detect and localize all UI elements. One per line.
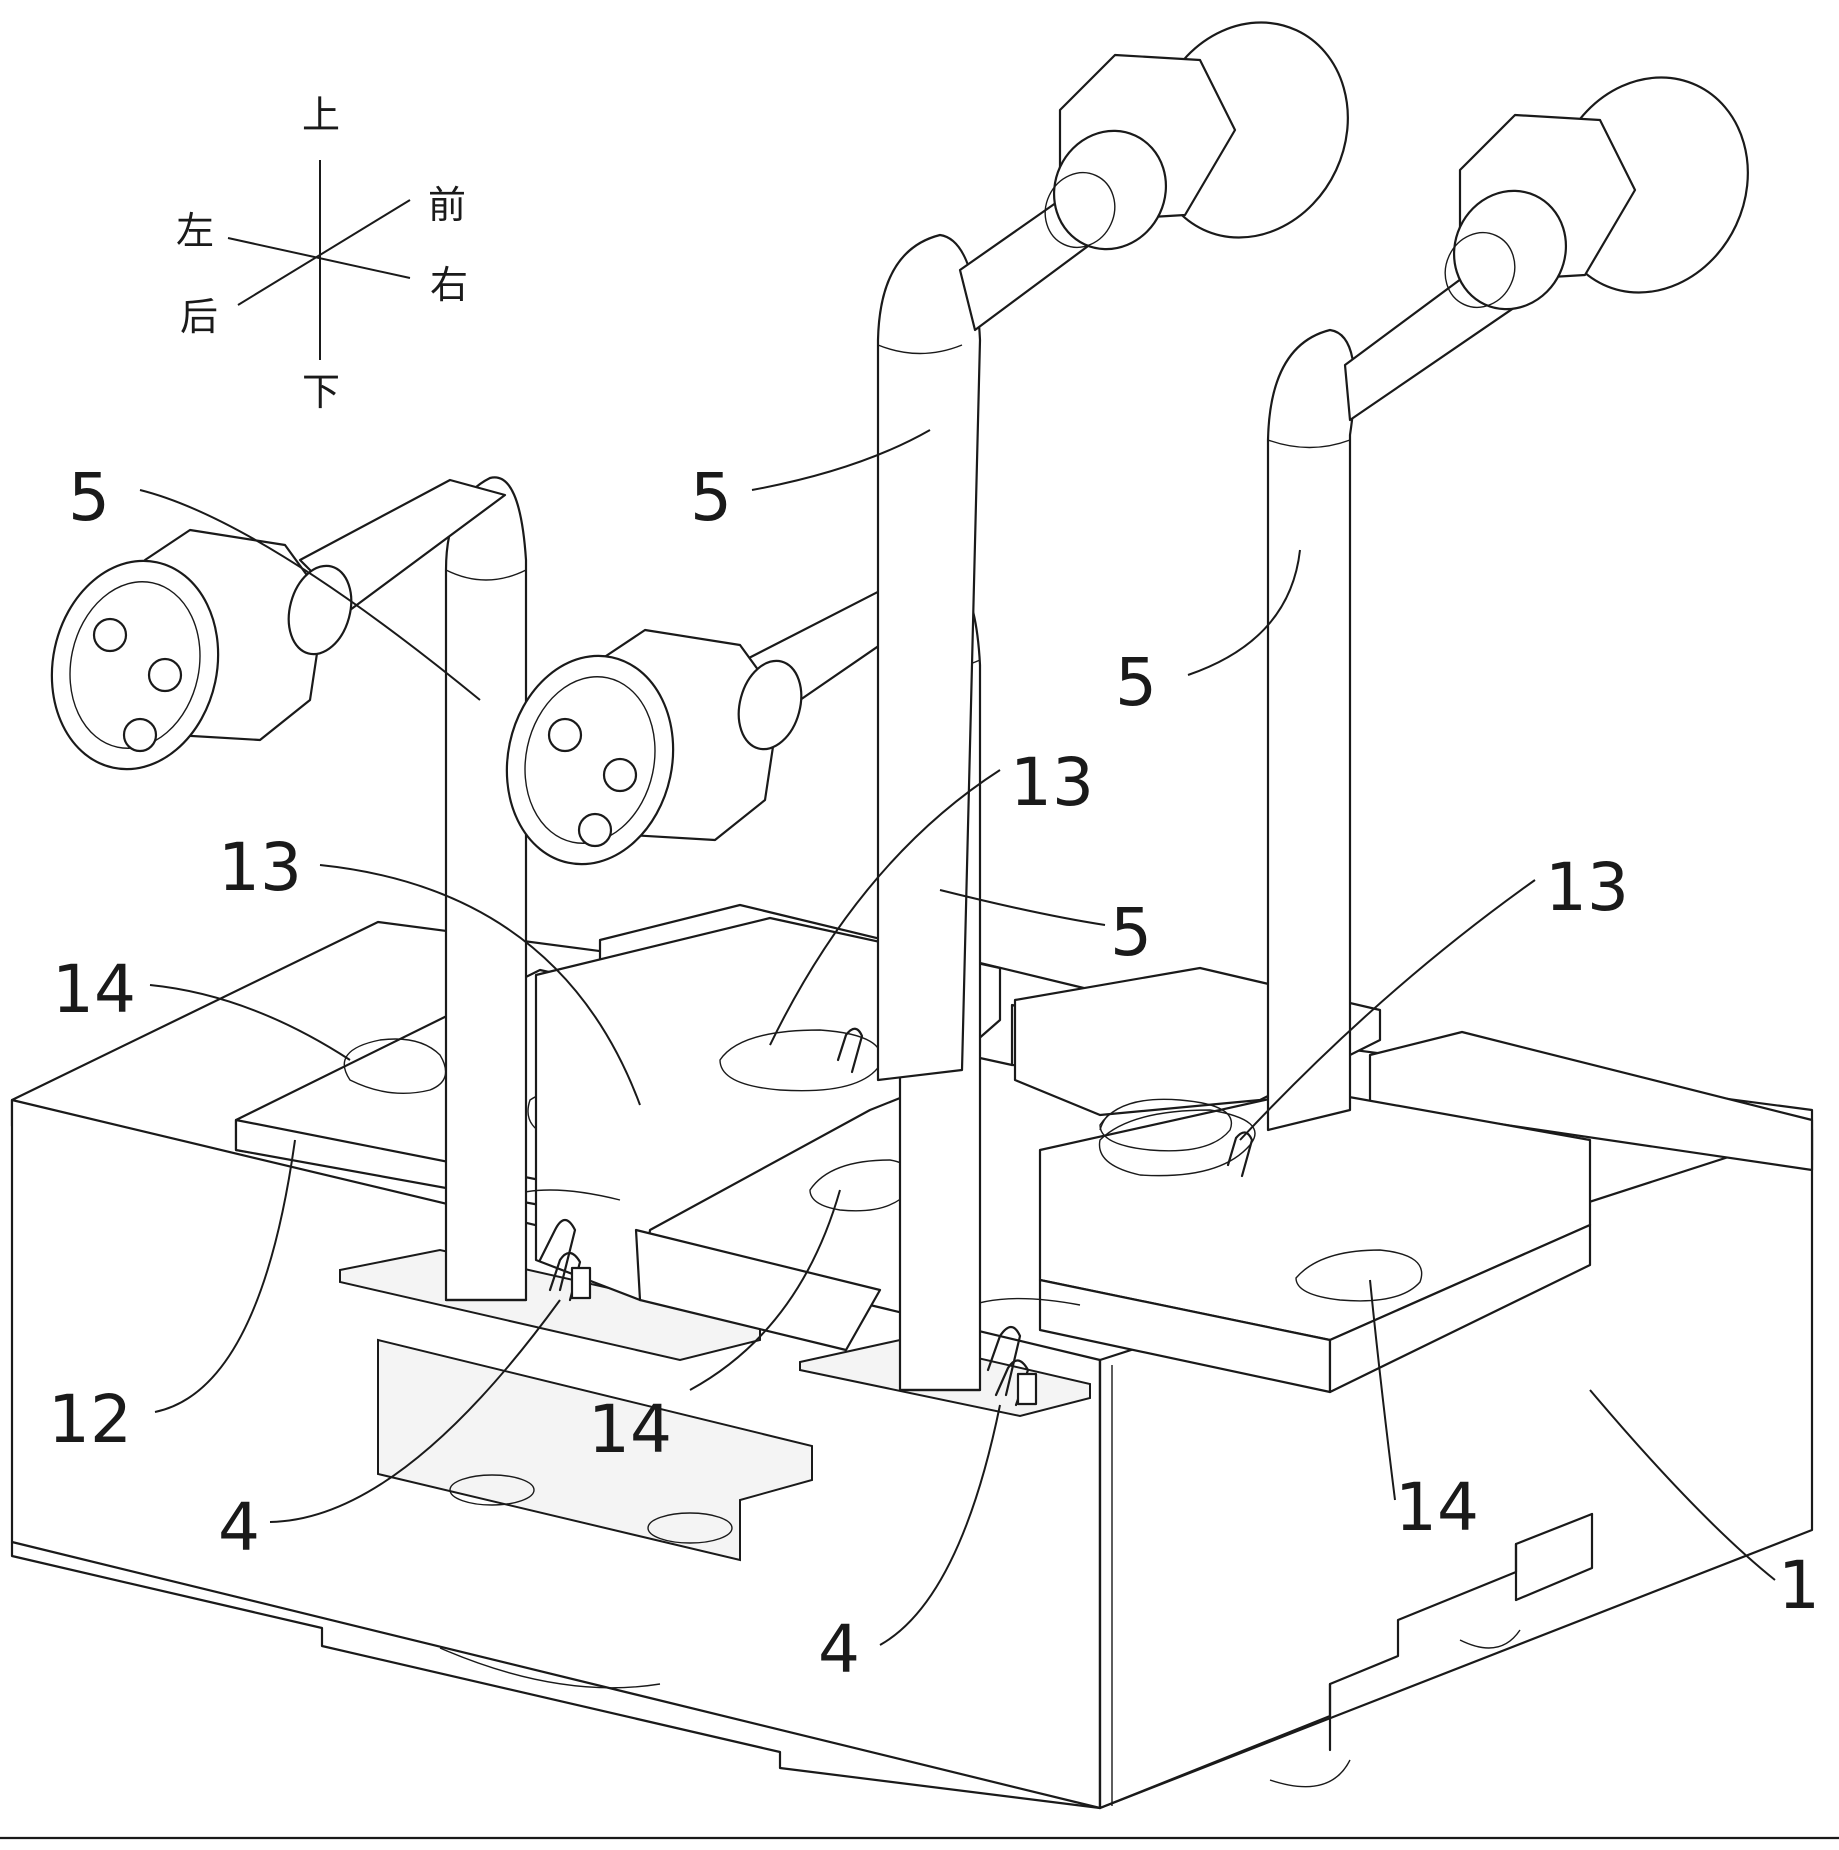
label-hole-14-b: 14 (588, 1391, 672, 1468)
label-clip-4-b: 4 (818, 1611, 860, 1688)
label-tube-d: 5 (1110, 894, 1152, 971)
label-hole-14-a: 14 (52, 951, 136, 1028)
leader-lines (139, 429, 1776, 1646)
spring-clip-back-center (836, 1027, 864, 1074)
connector-back-center (1044, 21, 1349, 251)
label-hole-13-a: 13 (1010, 744, 1094, 821)
axis-label-down: 下 (302, 370, 340, 414)
axis-label-left: 左 (176, 209, 214, 253)
label-tube-a: 5 (68, 459, 110, 536)
clamp-plate-right (1038, 1088, 1592, 1394)
connector-center (505, 628, 803, 866)
axis-label-back: 后 (180, 295, 218, 339)
label-hole-13-c: 13 (1545, 849, 1629, 926)
label-clip-4-a: 4 (218, 1489, 260, 1566)
label-hole-14-c: 14 (1395, 1469, 1479, 1546)
reference-numbers: 5 5 5 5 13 13 13 14 14 14 12 4 4 1 (48, 459, 1820, 1688)
label-tube-b: 5 (690, 459, 732, 536)
connector-back-right (1444, 76, 1749, 311)
label-hole-13-b: 13 (218, 829, 302, 906)
spring-clip-left (499, 1189, 621, 1302)
label-tube-c: 5 (1115, 644, 1157, 721)
direction-axes: 上 下 左 右 前 后 (176, 93, 468, 414)
label-base-1: 1 (1778, 1547, 1820, 1624)
axis-label-right: 右 (430, 263, 468, 307)
label-plate-12: 12 (48, 1381, 132, 1458)
connector-left (50, 528, 353, 771)
axis-label-front: 前 (428, 183, 466, 227)
axis-label-up: 上 (302, 93, 340, 137)
spring-clip-back-right (1226, 1131, 1254, 1178)
tube-left-front (298, 476, 528, 1302)
tube-back-right (1266, 248, 1542, 1132)
